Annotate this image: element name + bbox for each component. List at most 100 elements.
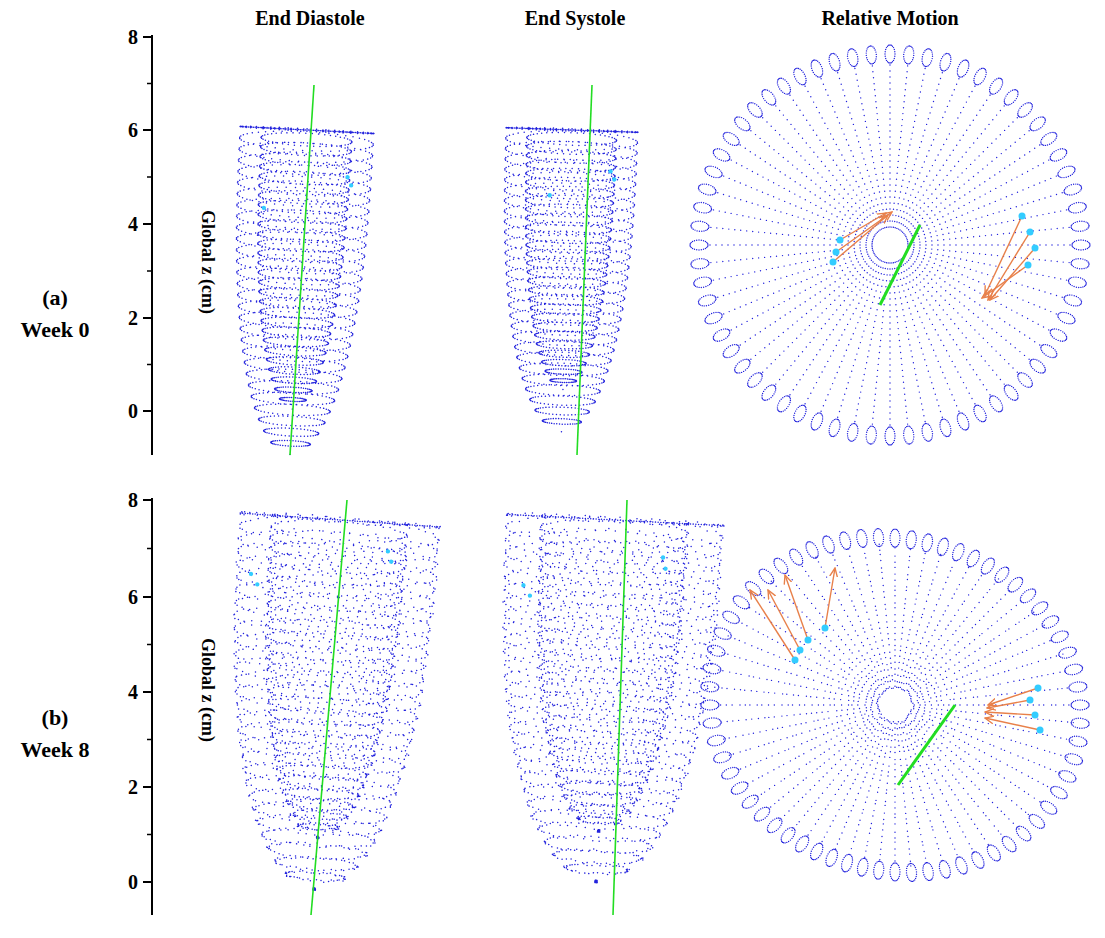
major-tick [143,410,152,412]
motion-arrow [785,575,808,640]
marker-point [608,169,613,174]
ventricle-point-cloud [214,510,441,898]
motion-arrow [750,590,795,660]
marker-point [1035,685,1042,692]
marker-point [1027,229,1034,236]
marker-point [1027,697,1034,704]
tick-label: 2 [128,776,138,798]
trajectory-points [690,45,1090,445]
long-axis [613,500,627,915]
z-axis [143,35,152,455]
marker-point [345,175,350,180]
motion-arrow [768,590,800,650]
long-axis [311,500,347,915]
z-axis [143,498,152,915]
marker-point [547,193,552,198]
marker-point [255,582,260,587]
axis-line [151,35,153,455]
ventricle-point-cloud [487,511,724,888]
long-axis [880,225,920,305]
axis-title: Global z (cm) [197,210,217,314]
marker-point [805,637,812,644]
marker-point [833,249,840,256]
tick-label: 6 [128,119,138,141]
marker-point [822,625,829,632]
surface-points [223,125,374,458]
marker-point [262,206,267,211]
marker-point [349,183,354,188]
ventricle-point-cloud [496,126,639,434]
motion-arrow [982,265,1028,298]
panel-letter: (b) [42,706,69,730]
marker-point [386,549,391,554]
row-label: Week 8 [20,738,89,762]
major-tick [143,881,152,883]
minor-tick [147,739,152,741]
tick-label: 0 [128,400,138,422]
marker-point [528,593,533,598]
major-tick [143,129,152,131]
tick-label: 4 [128,213,138,235]
long-axis [898,705,955,785]
surface-points [214,510,441,898]
motion-arrow [836,212,892,252]
motion-arrow [825,568,835,628]
column-title: End Systole [525,7,626,29]
marker-point [612,177,617,182]
minor-tick [147,364,152,366]
motion-arrow [987,700,1030,708]
tick-label: 8 [128,489,138,511]
tick-label: 6 [128,586,138,608]
marker-point [792,657,799,664]
minor-tick [147,176,152,178]
row-label: Week 0 [20,318,89,342]
minor-tick [147,270,152,272]
marker-point [389,559,394,564]
motion-arrow [840,213,886,240]
long-axis [290,85,314,455]
motion-arrow [985,712,1035,715]
major-tick [143,499,152,501]
tick-label: 0 [128,871,138,893]
relative-motion-plot [701,529,1089,882]
major-tick [143,36,152,38]
trajectory-points [701,529,1089,882]
major-tick [143,786,152,788]
minor-tick [147,83,152,85]
marker-point [663,566,668,571]
long-axis [577,85,592,455]
surface-points [496,126,639,434]
axis-title: Global z (cm) [197,638,217,742]
tick-label: 8 [128,26,138,48]
marker-point [521,583,526,588]
minor-tick [147,548,152,550]
ventricle-point-cloud [223,125,374,458]
major-tick [143,223,152,225]
column-title: Relative Motion [821,7,958,29]
marker-point [837,237,844,244]
marker-point [661,555,666,560]
column-title: End Diastole [255,7,364,29]
relative-motion-plot [690,45,1090,445]
marker-point [1037,727,1044,734]
marker-point [1025,262,1032,269]
motion-arrow [985,718,1040,730]
axis-line [151,498,153,915]
marker-point [830,259,837,266]
major-tick [143,317,152,319]
tick-label: 4 [128,681,138,703]
marker-point [797,647,804,654]
motion-arrow [988,688,1038,705]
surface-points [487,511,724,888]
marker-point [1032,245,1039,252]
marker-point [1019,213,1026,220]
motion-arrow [833,215,888,262]
major-tick [143,691,152,693]
tick-label: 2 [128,307,138,329]
minor-tick [147,834,152,836]
minor-tick [147,644,152,646]
marker-point [249,572,254,577]
motion-arrow [990,248,1035,300]
